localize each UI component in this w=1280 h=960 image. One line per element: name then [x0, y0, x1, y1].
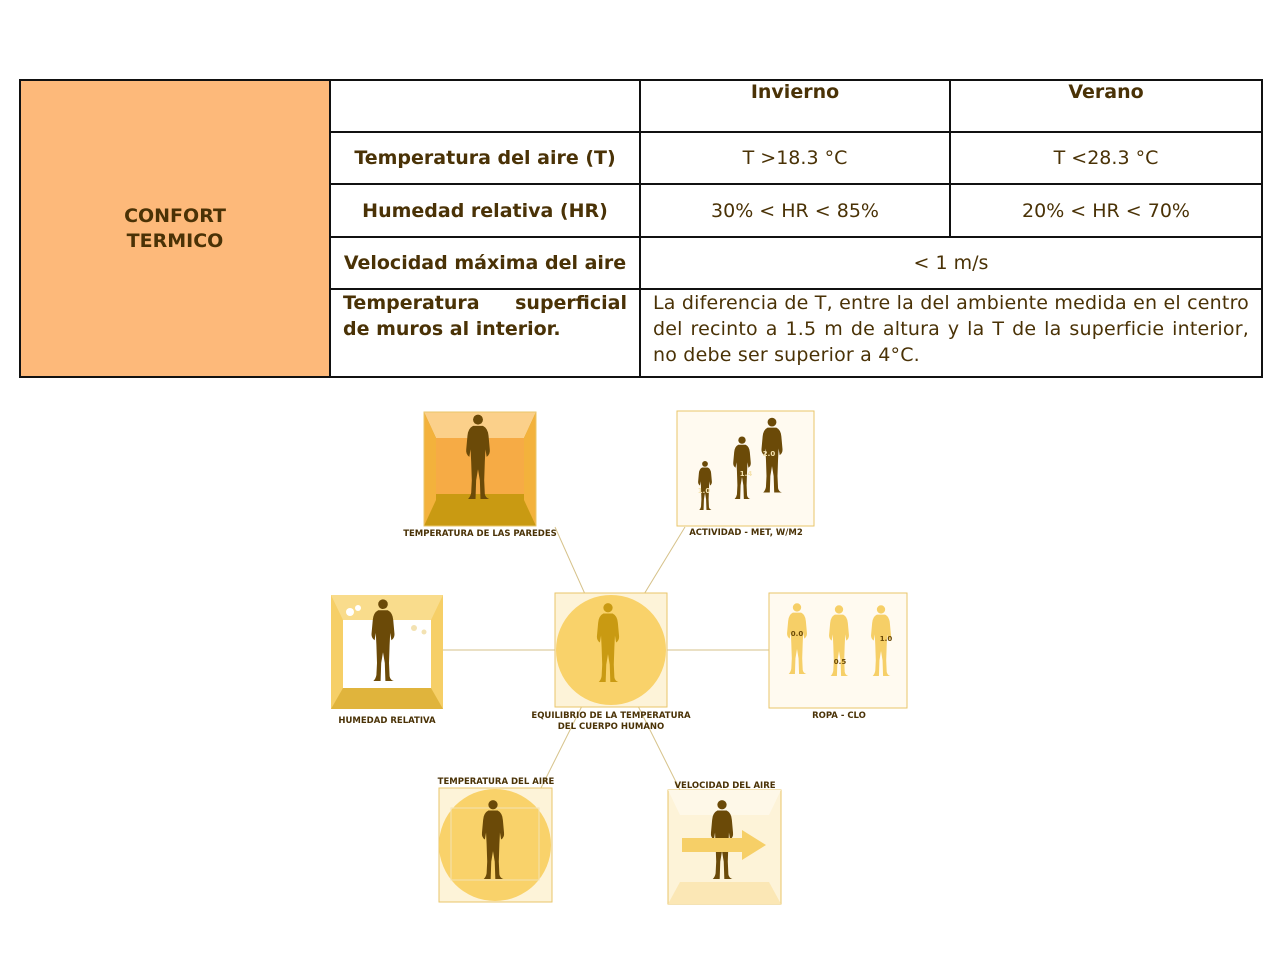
wall-temp-row-label: Temperatura superficial de muros al inte…	[329, 287, 641, 379]
clothing-value-1: 0.0	[791, 630, 804, 638]
humidity-label: HUMEDAD RELATIVA	[338, 716, 436, 726]
air-speed-label: VELOCIDAD DEL AIRE	[674, 781, 775, 791]
clothing-icon: 0.0 0.5 1.0	[768, 592, 908, 709]
summer-header: Verano	[949, 78, 1263, 134]
side-label-line1: CONFORT	[124, 204, 226, 227]
activity-icon: 1.0 1.4 2.0	[676, 410, 815, 527]
clothing-label: ROPA - CLO	[812, 711, 866, 721]
center-label-line2: DEL CUERPO HUMANO	[558, 722, 665, 732]
center-label-line1: EQUILIBRIO DE LA TEMPERATURA	[531, 711, 691, 721]
activity-value-1: 1.0	[698, 487, 711, 495]
confort-termico-cell: CONFORT TERMICO	[19, 79, 331, 378]
wall-temp-description: La diferencia de T, entre la del ambient…	[639, 287, 1263, 379]
winter-header: Invierno	[639, 78, 951, 134]
air-speed-row-label: Velocidad máxima del aire	[329, 235, 641, 290]
side-label-line2: TERMICO	[126, 229, 224, 252]
air-temp-summer: T <28.3 °C	[949, 131, 1263, 186]
clothing-value-3: 1.0	[880, 635, 893, 643]
activity-value-3: 2.0	[763, 450, 776, 458]
activity-value-2: 1.4	[740, 470, 753, 478]
air-temp-winter: T >18.3 °C	[639, 131, 951, 186]
humidity-icon	[331, 595, 443, 709]
thermal-comfort-table: CONFORT TERMICO Invierno Verano Temperat…	[19, 78, 1263, 379]
air-speed-value: < 1 m/s	[639, 235, 1263, 290]
humidity-summer: 20% < HR < 70%	[949, 183, 1263, 238]
humidity-winter: 30% < HR < 85%	[639, 183, 951, 238]
air-temperature-icon	[438, 787, 553, 903]
activity-label: ACTIVIDAD - MET, W/M2	[689, 528, 803, 538]
walls-label: TEMPERATURA DE LAS PAREDES	[403, 529, 557, 539]
air-speed-icon	[667, 789, 782, 905]
empty-header-cell	[329, 78, 641, 134]
humidity-row-label: Humedad relativa (HR)	[329, 183, 641, 238]
equilibrium-icon	[554, 592, 668, 708]
air-temp-row-label: Temperatura del aire (T)	[329, 131, 641, 186]
air-temp-label: TEMPERATURA DEL AIRE	[438, 777, 555, 787]
clothing-value-2: 0.5	[834, 658, 847, 666]
walls-temperature-icon	[423, 411, 537, 527]
